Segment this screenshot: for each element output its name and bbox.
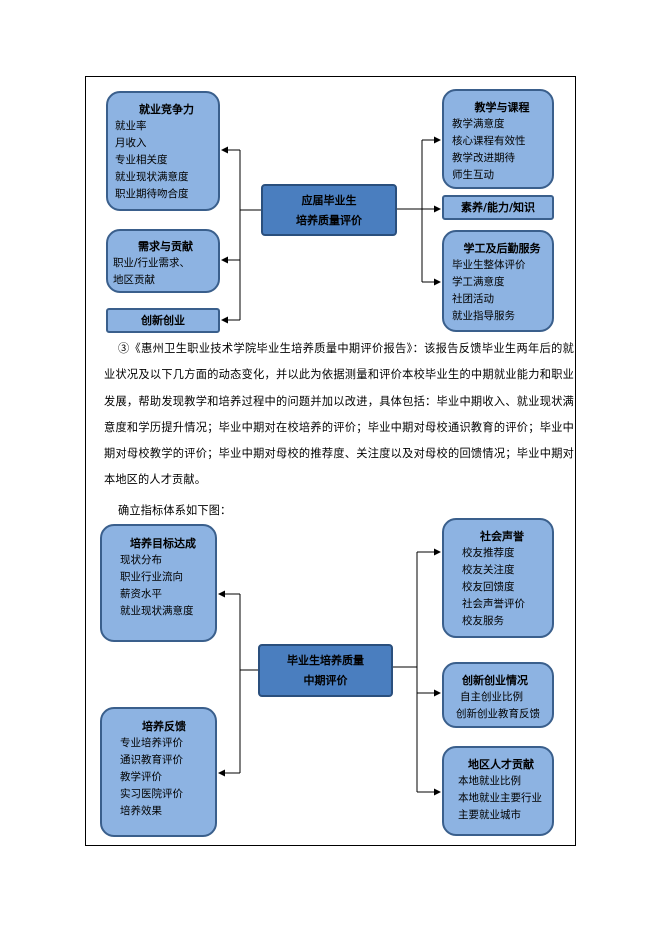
- diagram1-left-node-innovation: 创新创业: [106, 308, 220, 333]
- node-item: 教学改进期待: [452, 152, 515, 164]
- node-item: 就业率: [115, 120, 147, 132]
- node-item: 现状分布: [120, 554, 162, 566]
- node-title: 学工及后勤服务: [463, 242, 541, 255]
- node-item: 社会声誉评价: [462, 598, 525, 610]
- node-title: 创新创业情况: [462, 674, 528, 687]
- node-item: 就业现状满意度: [115, 171, 189, 183]
- paragraph-text: ③《惠州卫生职业技术学院毕业生培养质量中期评价报告》：该报告反馈毕业生两年后的就…: [104, 342, 574, 487]
- node-item: 校友服务: [462, 615, 504, 627]
- node-item: 学工满意度: [452, 276, 505, 288]
- node-item: 职业期待吻合度: [115, 188, 189, 200]
- diagram1-right-node-teaching: 教学与课程 教学满意度 核心课程有效性 教学改进期待 师生互动: [442, 89, 554, 189]
- center-line-2: 培养质量评价: [296, 214, 362, 227]
- node-title: 培养目标达成: [130, 537, 196, 550]
- node-title: 社会声誉: [480, 530, 524, 543]
- node-title: 就业竞争力: [139, 103, 194, 116]
- node-item: 核心课程有效性: [452, 135, 526, 147]
- node-item: 创新创业教育反馈: [456, 708, 540, 720]
- node-title: 创新创业: [141, 314, 185, 327]
- diagram2-right-node-regional: 地区人才贡献 本地就业比例 本地就业主要行业 主要就业城市: [442, 746, 554, 836]
- node-item: 主要就业城市: [458, 809, 521, 821]
- diagram1-right-node-literacy: 素养/能力/知识: [442, 195, 554, 220]
- diagram1-center-node: 应届毕业生 培养质量评价: [261, 184, 397, 236]
- node-item: 本地就业比例: [458, 775, 521, 787]
- caption-text: 确立指标体系如下图：: [118, 504, 232, 517]
- diagram2-right-node-innovation: 创新创业情况 自主创业比例 创新创业教育反馈: [442, 662, 554, 728]
- node-item: 师生互动: [452, 169, 494, 181]
- node-item: 就业现状满意度: [120, 605, 194, 617]
- node-title: 需求与贡献: [138, 240, 193, 253]
- node-item: 就业指导服务: [452, 310, 515, 322]
- node-item: 薪资水平: [120, 588, 162, 600]
- node-item: 职业/行业需求、: [113, 257, 191, 269]
- node-item: 教学评价: [120, 771, 162, 783]
- node-item: 校友回馈度: [462, 581, 515, 593]
- node-item: 教学满意度: [452, 118, 505, 130]
- center-line-1: 应届毕业生: [301, 194, 357, 207]
- node-item: 毕业生整体评价: [452, 259, 526, 271]
- diagram1-left-node-employment: 就业竞争力 就业率 月收入 专业相关度 就业现状满意度 职业期待吻合度: [106, 91, 220, 211]
- node-title: 地区人才贡献: [468, 758, 534, 771]
- diagram1-right-node-services: 学工及后勤服务 毕业生整体评价 学工满意度 社团活动 就业指导服务: [442, 230, 554, 332]
- node-item: 专业相关度: [115, 154, 168, 166]
- node-item: 地区贡献: [113, 274, 155, 286]
- node-item: 专业培养评价: [120, 737, 183, 749]
- node-item: 职业行业流向: [120, 571, 183, 583]
- caption: 确立指标体系如下图：: [118, 498, 418, 524]
- document-frame: [85, 76, 576, 846]
- diagram2-left-node-feedback: 培养反馈 专业培养评价 通识教育评价 教学评价 实习医院评价 培养效果: [100, 707, 217, 837]
- center-line-2: 中期评价: [303, 674, 348, 687]
- node-item: 社团活动: [452, 293, 494, 305]
- node-item: 校友推荐度: [462, 547, 515, 559]
- node-item: 实习医院评价: [120, 788, 183, 800]
- node-item: 校友关注度: [462, 564, 515, 576]
- node-title: 素养/能力/知识: [460, 201, 536, 214]
- center-line-1: 毕业生培养质量: [287, 654, 364, 667]
- body-paragraph: ③《惠州卫生职业技术学院毕业生培养质量中期评价报告》：该报告反馈毕业生两年后的就…: [104, 336, 574, 494]
- node-item: 培养效果: [120, 805, 162, 817]
- node-item: 月收入: [115, 137, 147, 149]
- diagram1-left-node-demand: 需求与贡献 职业/行业需求、 地区贡献: [106, 229, 220, 293]
- diagram2-right-node-reputation: 社会声誉 校友推荐度 校友关注度 校友回馈度 社会声誉评价 校友服务: [442, 518, 554, 638]
- node-title: 培养反馈: [142, 720, 186, 733]
- diagram2-left-node-goals: 培养目标达成 现状分布 职业行业流向 薪资水平 就业现状满意度: [100, 524, 217, 642]
- diagram2-center-node: 毕业生培养质量 中期评价: [258, 644, 393, 697]
- node-item: 自主创业比例: [460, 691, 523, 703]
- node-item: 本地就业主要行业: [458, 792, 542, 804]
- node-item: 通识教育评价: [120, 754, 183, 766]
- node-title: 教学与课程: [474, 101, 530, 114]
